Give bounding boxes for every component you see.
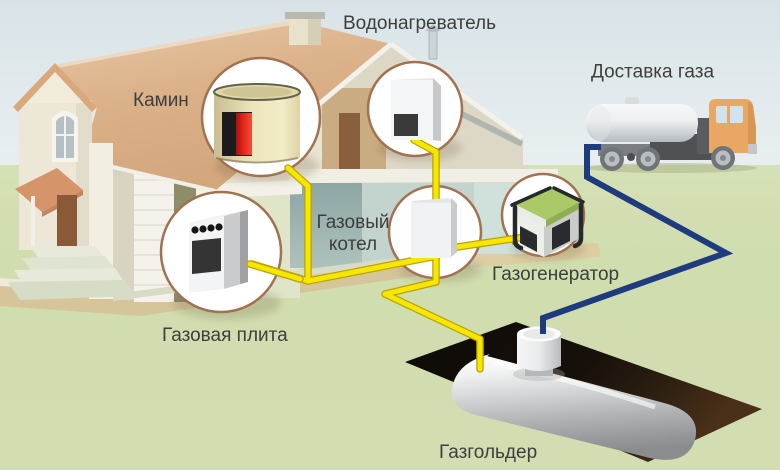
- svg-text:Доставка газа: Доставка газа: [591, 62, 714, 83]
- svg-text:Газогенератор: Газогенератор: [492, 264, 619, 285]
- svg-text:Газгольдер: Газгольдер: [439, 442, 537, 463]
- svg-text:Камин: Камин: [133, 90, 189, 111]
- svg-text:котел: котел: [329, 234, 377, 255]
- svg-text:Газовый: Газовый: [316, 212, 389, 233]
- svg-text:Водонагреватель: Водонагреватель: [343, 13, 496, 34]
- svg-text:Газовая плита: Газовая плита: [162, 325, 288, 346]
